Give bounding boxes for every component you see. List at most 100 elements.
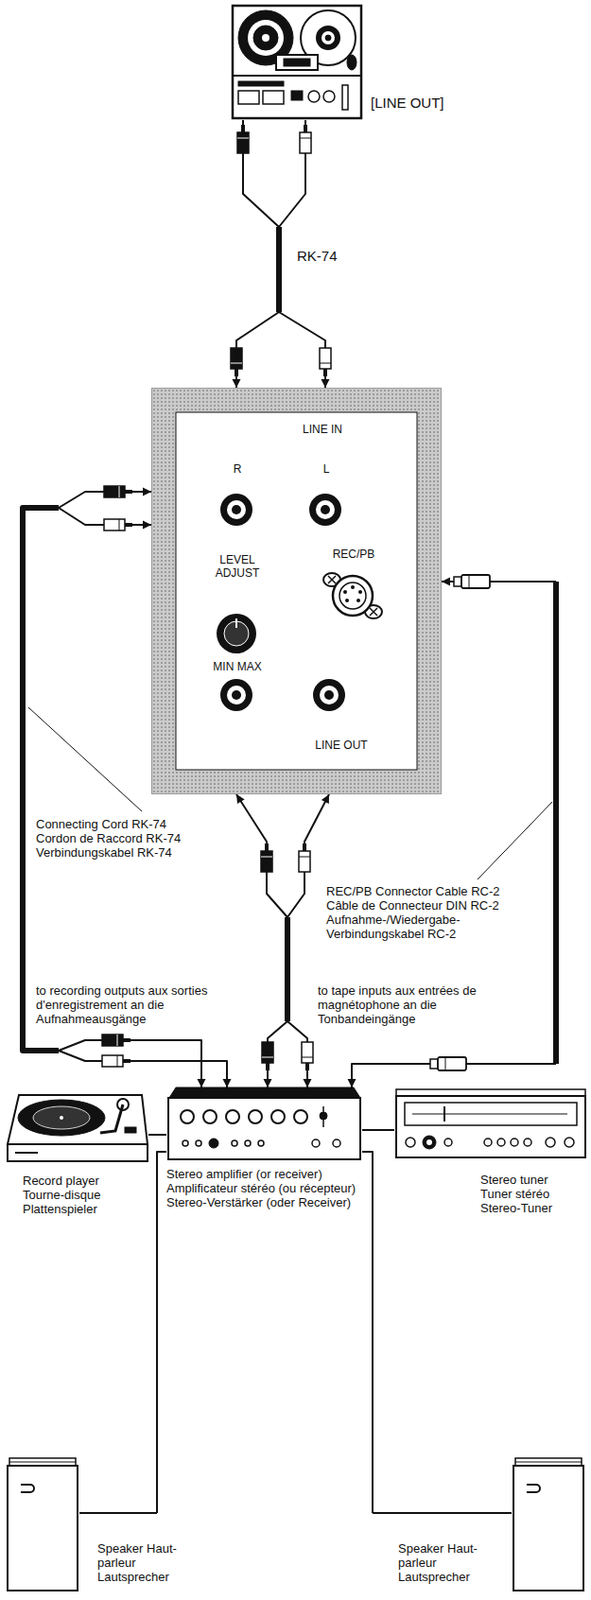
plug-body	[461, 574, 490, 589]
speaker-drawing	[515, 1458, 582, 1466]
rca-jack	[220, 678, 253, 712]
tape-deck-drawing	[238, 81, 284, 87]
tuner-drawing	[404, 1102, 577, 1126]
panel-face	[151, 387, 442, 795]
plug-tip	[124, 522, 133, 527]
cable-line	[372, 1512, 512, 1514]
speaker-drawing	[9, 1461, 76, 1463]
callout-text: Connecting Cord RK-74 Cordon de Raccord …	[35, 816, 197, 860]
plug-ring	[299, 138, 312, 140]
callout-text: to tape inputs aux entrées de magnétopho…	[317, 983, 503, 1026]
speaker-drawing	[515, 1461, 582, 1463]
speaker-drawing	[513, 1465, 584, 1591]
plug-body	[104, 486, 125, 498]
plug-ring	[319, 363, 331, 365]
arrowhead	[441, 577, 451, 587]
tape-deck-drawing	[325, 34, 331, 41]
record-player-drawing	[33, 1106, 90, 1130]
tuner-drawing	[523, 1138, 532, 1147]
cable-line	[236, 794, 288, 918]
plug-ring	[230, 363, 243, 365]
panel-label: L	[314, 462, 338, 476]
rca-plug	[230, 347, 243, 377]
cable-line	[287, 794, 330, 918]
din-socket	[339, 582, 366, 609]
arrowhead	[321, 794, 330, 804]
text-holder: LINE OUT	[298, 738, 384, 752]
amplifier-drawing	[244, 1140, 251, 1147]
tape-deck-drawing	[283, 58, 311, 67]
plug-body	[104, 519, 125, 531]
plug-tip	[124, 489, 133, 494]
cable-line	[276, 226, 282, 313]
plug-tip	[323, 368, 328, 377]
tape-deck-drawing	[318, 28, 338, 48]
amplifier-drawing	[248, 1110, 262, 1124]
rca-plug	[319, 347, 331, 377]
rca-jack	[320, 504, 331, 515]
plug-tip	[430, 1059, 438, 1069]
plug-ring	[237, 138, 249, 140]
text-holder: REC/PB	[315, 547, 392, 561]
plug-tip	[264, 843, 269, 852]
tape-deck: [LINE OUT]	[230, 3, 364, 121]
cable	[236, 794, 330, 1088]
cable	[148, 1134, 167, 1136]
plug-tip	[241, 124, 245, 133]
cable-line	[278, 312, 326, 388]
rca-jack	[226, 685, 246, 705]
tape-deck-drawing	[253, 25, 279, 51]
speaker-drawing	[9, 1458, 76, 1466]
plug-tip	[122, 1059, 131, 1063]
tape-deck-drawing	[232, 5, 362, 119]
leader-line	[477, 801, 553, 880]
amplifier-drawing	[195, 1140, 202, 1147]
panel-label: LINE OUT	[298, 738, 384, 752]
tuner-drawing	[422, 1135, 436, 1149]
rca-plug	[237, 124, 249, 154]
cable	[362, 1129, 395, 1131]
amplifier-drawing	[271, 1110, 285, 1124]
plug-body	[237, 132, 249, 154]
amplifier-drawing	[180, 1110, 194, 1124]
plug-tip	[305, 1062, 310, 1071]
rca-jack	[324, 690, 334, 700]
plug-ring	[260, 856, 273, 858]
cable-line	[148, 1133, 167, 1136]
rca-plug	[104, 486, 133, 498]
level-knob	[216, 613, 257, 654]
panel-label: REC/PB	[315, 547, 392, 561]
tuner-drawing	[426, 1139, 433, 1146]
plug-tip	[122, 1038, 131, 1043]
amplifier-drawing	[169, 1087, 361, 1098]
device-caption: Stereo tuner Tuner stéréo Stereo-Tuner	[480, 1172, 580, 1216]
plug-ring	[469, 574, 470, 589]
record-player-drawing	[17, 1099, 105, 1136]
amplifier-drawing	[312, 1139, 320, 1148]
tape-deck-drawing	[262, 90, 284, 105]
tuner-drawing	[484, 1138, 492, 1147]
arrowhead	[347, 1078, 357, 1088]
record-player: Record player Tourne-disque Plattenspiel…	[5, 1092, 149, 1166]
text-holder: Speaker Haut-parleur Lautsprecher	[97, 1541, 192, 1584]
plug-body	[260, 851, 273, 872]
rca-jack	[319, 685, 339, 705]
record-player-drawing	[7, 1095, 148, 1145]
record-player-drawing	[15, 1151, 38, 1154]
tuner-drawing	[497, 1138, 505, 1147]
text-holder: L	[314, 462, 338, 476]
text-holder: Connecting Cord RK-74 Cordon de Raccord …	[35, 816, 197, 860]
speaker: Speaker Haut-parleur Lautsprecher	[511, 1456, 586, 1593]
cable-line	[362, 1129, 395, 1131]
text-holder: MIN MAX	[194, 660, 280, 674]
amplifier-drawing	[168, 1097, 361, 1160]
rca-plug	[102, 1034, 131, 1046]
arrowhead	[303, 1078, 313, 1088]
text-holder: REC/PB Connector Cable RC-2 Câble de Con…	[326, 884, 530, 941]
tape-deck-drawing	[291, 90, 303, 101]
jack-label: [LINE OUT]	[370, 94, 461, 111]
din-pin	[358, 590, 363, 594]
arrowhead	[142, 487, 152, 497]
